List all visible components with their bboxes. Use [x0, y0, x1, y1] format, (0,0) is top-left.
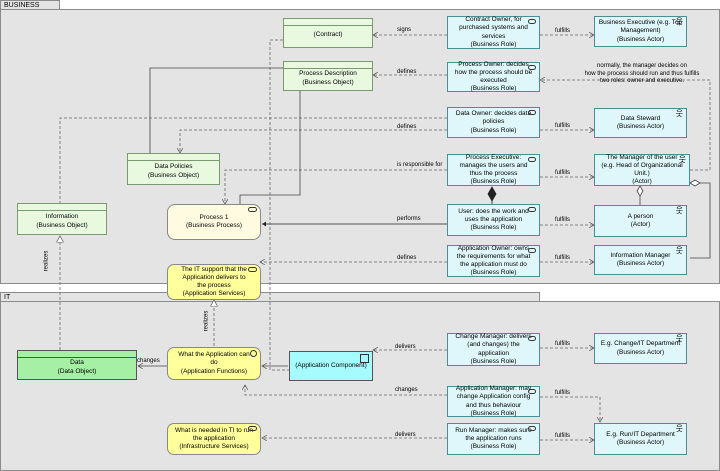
- label-realizes-2: realizes: [203, 310, 210, 332]
- label-fulfills-1: fulfills: [555, 28, 571, 34]
- actor-icon: 웃: [675, 109, 683, 118]
- label-fulfills-8: fulfills: [555, 433, 571, 439]
- role-icon: [528, 389, 536, 394]
- user-role[interactable]: User: does the work and uses the applica…: [447, 204, 540, 236]
- manager-note: normally, the manager decides on how the…: [584, 63, 700, 84]
- role-icon: [528, 207, 536, 212]
- role-icon: [528, 426, 536, 431]
- data-object[interactable]: Data (Data Object): [17, 350, 137, 380]
- actor-icon: 웃: [675, 17, 683, 26]
- data-policies-object[interactable]: Data Policies (Business Object): [127, 153, 220, 185]
- label-defines-3: defines: [397, 255, 417, 261]
- process-icon: [248, 207, 257, 212]
- business-layer-tab: BUSINESS: [0, 0, 60, 10]
- defines-line-2: [180, 129, 447, 153]
- label-delivers-2: delivers: [395, 432, 416, 438]
- role-icon: [528, 19, 536, 24]
- actor-icon: 웃: [675, 334, 683, 343]
- change-manager-role[interactable]: Change Manager: delivers (and changes) t…: [447, 333, 540, 366]
- responsible-line: [225, 169, 447, 204]
- label-defines-2: defines: [397, 124, 417, 130]
- service-icon: [248, 267, 257, 272]
- label-changes: changes: [395, 387, 418, 393]
- label-defines-1: defines: [397, 69, 417, 75]
- actor-icon: 웃: [675, 206, 683, 215]
- contract-object[interactable]: (Contract): [283, 18, 373, 48]
- role-icon: [528, 336, 536, 341]
- actor-icon: 웃: [678, 155, 686, 164]
- label-fulfills-4: fulfills: [555, 217, 571, 223]
- information-object[interactable]: Information (Business Object): [17, 203, 107, 235]
- process1[interactable]: Process 1 (Business Process): [167, 204, 261, 240]
- actor-icon: 웃: [675, 424, 683, 433]
- label-fulfills-2: fulfills: [555, 123, 571, 129]
- label-is-responsible-for: is responsible for: [397, 162, 443, 168]
- process-owner-role[interactable]: Process Owner: decides how the process s…: [447, 61, 540, 92]
- infrastructure-services[interactable]: What is needed in TI to run the applicat…: [167, 423, 261, 455]
- process-description-object[interactable]: Process Description (Business Object): [283, 61, 373, 91]
- role-icon: [528, 248, 536, 253]
- application-owner-role[interactable]: Application Owner: owns the requirements…: [447, 245, 540, 277]
- role-icon: [528, 110, 536, 115]
- application-manager-role[interactable]: Application Manager: may change Applicat…: [447, 385, 540, 417]
- label-performs: performs: [397, 216, 421, 222]
- data-owner-role[interactable]: Data Owner: decides data policies (Busin…: [447, 107, 540, 138]
- role-icon: [528, 65, 536, 70]
- label-fulfills-7: fulfills: [555, 390, 571, 396]
- label-realizes-1: realizes: [43, 250, 50, 272]
- run-manager-role[interactable]: Run Manager: makes sure the application …: [447, 423, 540, 455]
- contract-owner-role[interactable]: Contract Owner, for purchased systems an…: [447, 16, 540, 49]
- function-icon: [250, 350, 257, 357]
- role-icon: [528, 157, 536, 162]
- application-component[interactable]: (Application Component): [289, 351, 373, 381]
- process-executive-role[interactable]: Process Executive: manages the users and…: [447, 154, 540, 186]
- service-icon: [248, 426, 257, 431]
- application-functions[interactable]: What the Application can do (Application…: [167, 347, 261, 380]
- label-delivers-1: delivers: [395, 344, 416, 350]
- label-fulfills-5: fulfills: [555, 255, 571, 261]
- label-fulfills-3: fulfills: [555, 170, 571, 176]
- label-reads-changes: reads / changes: [117, 358, 160, 364]
- it-support-service[interactable]: The IT support that the Application deli…: [167, 264, 261, 300]
- label-fulfills-6: fulfills: [555, 341, 571, 347]
- component-icon: [360, 354, 369, 363]
- actor-icon: 웃: [675, 246, 683, 255]
- label-signs: signs: [397, 27, 412, 33]
